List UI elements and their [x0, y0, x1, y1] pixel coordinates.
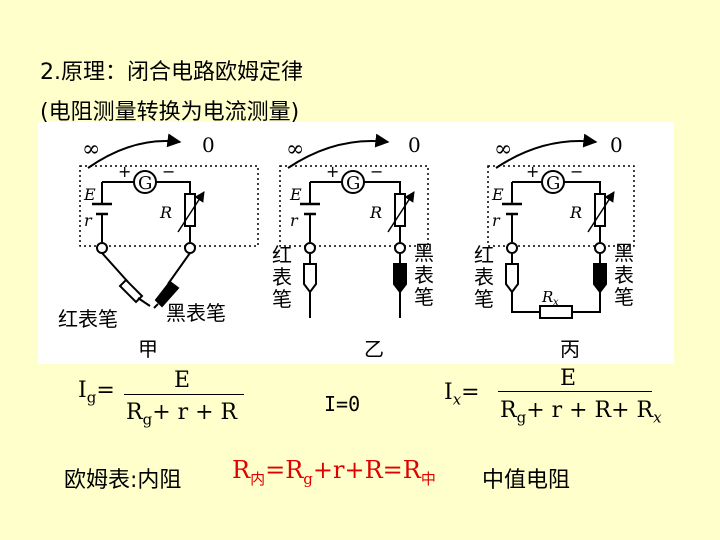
needle-arc-a [87, 133, 182, 169]
battery-a [92, 202, 112, 216]
red-char-2-c: 表 [474, 265, 494, 289]
red-probe-label-a: 红表笔 [58, 307, 118, 331]
internal-resistance-equation: R内=Rg+r+R=R中 [232, 456, 436, 488]
ohmmeter-circuit-figure: ∞ 0 G + − E r R 红表笔 黑表笔 甲 ∞ 0 G + − [38, 122, 674, 364]
circuit-b: ∞ 0 G + − E r R 红 表 笔 黑 表 笔 乙 [272, 133, 434, 361]
rx-label-sub: x [553, 297, 559, 308]
median-resistance-label: 中值电阻 [482, 468, 571, 493]
rheostat-b [394, 193, 406, 227]
scale-zero-b: 0 [408, 133, 421, 157]
formula-c-fraction-bar [498, 391, 652, 392]
black-char-3-c: 笔 [614, 285, 634, 309]
needle-arc-b [287, 133, 390, 169]
label-jia: 甲 [138, 337, 158, 361]
needle-arc-c [495, 133, 598, 169]
galvanometer-a [133, 170, 157, 194]
black-char-2-b: 表 [414, 263, 434, 287]
principle-subheading: (电阻测量转换为电流测量) [40, 100, 300, 125]
internal-resistance-label-a: r [84, 211, 93, 230]
red-probe-c [505, 263, 519, 294]
rheostat-label-b: R [369, 203, 382, 222]
rheostat-label-a: R [159, 203, 172, 222]
ohmmeter-internal-label: 欧姆表:内阻 [64, 468, 182, 493]
black-probe-a [154, 280, 180, 308]
red-probe-b [303, 263, 317, 294]
label-bing: 丙 [560, 337, 580, 361]
emf-label-c: E [491, 185, 504, 204]
circuit-c: ∞ 0 G + − E r R R x 红 表 笔 黑 表 笔 丙 [474, 133, 635, 361]
formula-a-numerator: E [174, 368, 191, 393]
formula-c-numerator: E [560, 366, 577, 391]
emf-label-a: E [83, 185, 96, 204]
principle-heading: 2.原理：闭合电路欧姆定律 [40, 60, 303, 85]
minus-sign-c: − [570, 162, 583, 181]
rheostat-a [184, 193, 196, 227]
circuit-a: ∞ 0 G + − E r R 红表笔 黑表笔 甲 [58, 133, 259, 361]
black-probe-b [393, 263, 407, 294]
label-yi: 乙 [364, 337, 384, 361]
meter-box-a [79, 165, 259, 247]
red-char-3-b: 笔 [272, 287, 292, 311]
battery-c [502, 202, 522, 216]
formula-zero-current: I=0 [324, 392, 361, 416]
black-char-2-c: 表 [614, 263, 634, 287]
meter-box-c [487, 165, 635, 247]
minus-sign-b: − [370, 162, 383, 181]
plus-sign-b: + [326, 162, 339, 181]
scale-zero-a: 0 [202, 133, 215, 157]
plus-sign-c: + [526, 162, 539, 181]
formula-a-fraction-bar [124, 394, 244, 395]
black-char-1-c: 黑 [614, 241, 634, 265]
galvanometer-label-c: G [546, 173, 560, 194]
red-char-1-c: 红 [474, 243, 494, 267]
galvanometer-label-a: G [138, 173, 152, 194]
black-probe-c [593, 263, 607, 294]
formula-ix: Ix= [444, 380, 480, 409]
scale-zero-c: 0 [610, 133, 623, 157]
unknown-resistor-rx [539, 305, 573, 319]
formula-c-denominator: Rg+ r + R+ Rx [500, 398, 662, 427]
red-probe-a [118, 278, 144, 304]
formula-a-denominator: Rg+ r + R [126, 400, 238, 429]
battery-b [300, 202, 320, 216]
black-probe-label-a: 黑表笔 [166, 301, 226, 325]
red-char-3-c: 笔 [474, 287, 494, 311]
rheostat-c [594, 193, 606, 227]
red-char-2-b: 表 [272, 265, 292, 289]
black-char-3-b: 笔 [414, 285, 434, 309]
red-char-1-b: 红 [272, 243, 292, 267]
galvanometer-b [341, 170, 365, 194]
meter-box-b [279, 165, 429, 247]
minus-sign-a: − [162, 162, 175, 181]
black-char-1-b: 黑 [414, 241, 434, 265]
emf-label-b: E [289, 185, 302, 204]
galvanometer-label-b: G [346, 173, 360, 194]
plus-sign-a: + [118, 162, 131, 181]
scale-infinity-c: ∞ [494, 137, 512, 162]
formula-ig: Ig= [78, 378, 115, 407]
rx-label-main: R [541, 288, 553, 306]
internal-resistance-label-b: r [290, 211, 299, 230]
galvanometer-c [541, 170, 565, 194]
internal-resistance-label-c: r [492, 211, 501, 230]
scale-infinity-b: ∞ [286, 137, 304, 162]
rheostat-label-c: R [569, 203, 582, 222]
scale-infinity-a: ∞ [82, 137, 100, 162]
